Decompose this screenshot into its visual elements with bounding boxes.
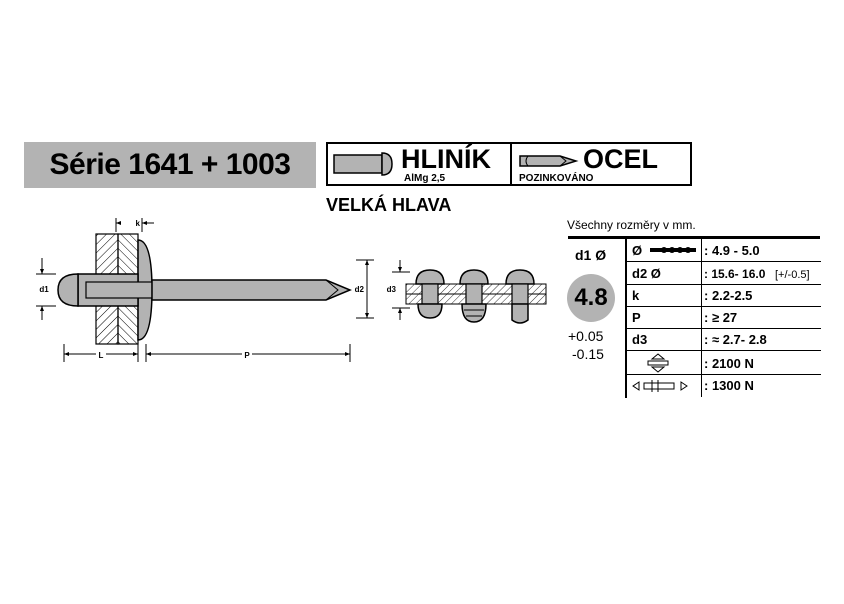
- row-k-label: k: [632, 288, 640, 303]
- label-P: P: [244, 351, 250, 360]
- table-left-border: [625, 236, 627, 398]
- series-title: Série 1641 + 1003: [24, 142, 316, 188]
- row-P-value: : ≥ 27: [704, 310, 738, 325]
- label-L: L: [99, 351, 104, 360]
- dimension-d3: d3: [387, 260, 410, 320]
- row-d3-label: d3: [632, 332, 648, 347]
- row-k-value: : 2.2-2.5: [704, 288, 753, 303]
- label-k: k: [136, 219, 141, 228]
- rivet-body-icon: [333, 152, 393, 176]
- mandrel-tip: [151, 279, 352, 301]
- mandrel-icon: [519, 155, 579, 167]
- mandrel-material-name: OCEL: [583, 144, 659, 174]
- d1-label: d1 Ø: [575, 247, 607, 263]
- row-diameter-label: Ø: [632, 243, 643, 258]
- rivet-drawing: k d1 d2 d3: [36, 218, 410, 362]
- row-P-label: P: [632, 310, 641, 325]
- dimension-P: P: [145, 344, 351, 362]
- head-type-title: VELKÁ HLAVA: [326, 195, 452, 215]
- row-shear-value: : 2100 N: [704, 356, 754, 371]
- row-d2-tolerance: [+/-0.5]: [775, 269, 810, 281]
- row-tensile-value: : 1300 N: [704, 378, 754, 393]
- table-rule: [627, 328, 821, 329]
- label-d3: d3: [387, 285, 397, 294]
- table-rule: [627, 350, 821, 351]
- table-column-divider: [701, 239, 702, 397]
- dimension-k: k: [115, 218, 154, 232]
- row-d3-value: : ≈ 2.7- 2.8: [704, 332, 767, 347]
- shear-force-icon: [647, 353, 669, 373]
- tolerance-minus: -0.15: [572, 346, 604, 362]
- row-d2-label: d2 Ø: [632, 266, 661, 281]
- tensile-force-icon: [632, 380, 688, 392]
- table-rule: [627, 306, 821, 307]
- dimensions-note: Všechny rozměry v mm.: [567, 218, 696, 232]
- table-rule: [627, 374, 821, 375]
- mandrel-icon: [650, 247, 696, 253]
- table-top-border: [568, 236, 820, 239]
- mandrel-shank: [85, 281, 153, 299]
- row-diameter-value: : 4.9 - 5.0: [704, 243, 760, 258]
- material-divider: [510, 142, 512, 186]
- table-rule: [627, 261, 821, 262]
- material-box: [326, 142, 692, 186]
- installed-rivets-drawing: [405, 269, 547, 324]
- body-material-name: HLINÍK: [401, 144, 491, 174]
- table-rule: [627, 284, 821, 285]
- mandrel-material-spec: POZINKOVÁNO: [519, 173, 594, 184]
- label-d1: d1: [39, 285, 49, 294]
- dimension-d2: d2: [355, 259, 374, 319]
- tolerance-plus: +0.05: [568, 328, 604, 344]
- mandrel-head: [57, 273, 79, 307]
- label-d2: d2: [355, 285, 365, 294]
- dimension-d1: d1: [36, 258, 56, 320]
- d1-value-badge: 4.8: [567, 274, 615, 322]
- body-material-spec: AlMg 2,5: [404, 173, 446, 184]
- row-d2-value: : 15.6- 16.0: [704, 267, 766, 281]
- dimension-L: L: [63, 344, 139, 362]
